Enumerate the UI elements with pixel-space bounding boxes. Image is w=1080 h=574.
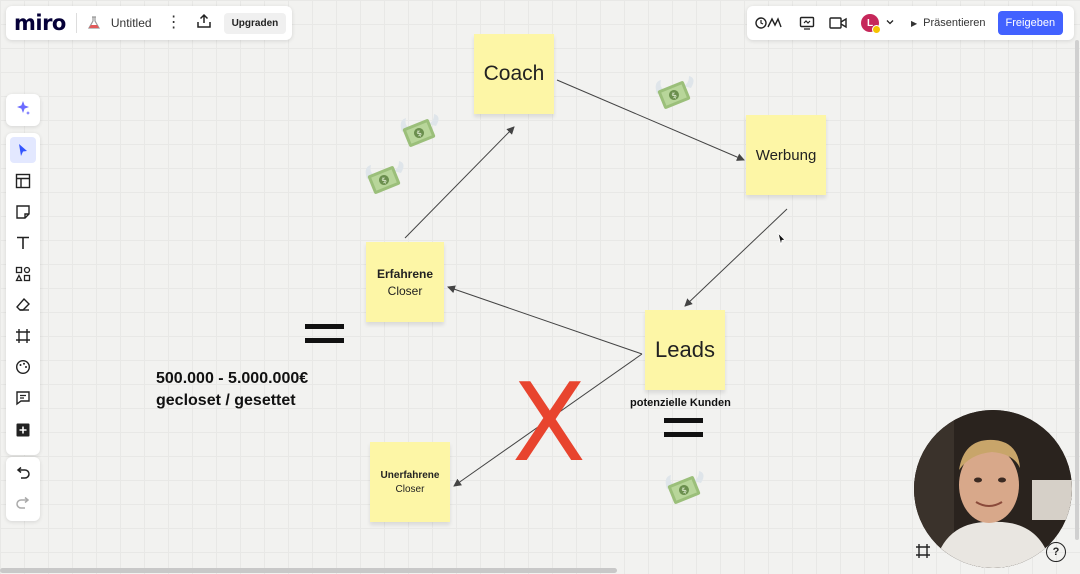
eraser-icon [16, 297, 30, 311]
screen-share-icon[interactable] [799, 15, 815, 31]
sticky-note-icon [16, 205, 30, 219]
sticky-leads[interactable]: Leads [645, 310, 725, 390]
status-dot [872, 25, 881, 34]
upgrade-button[interactable]: Upgraden [223, 12, 287, 34]
sticky-erfahrene-line2: Closer [387, 283, 423, 298]
amount-line1: 500.000 - 5.000.000€ [156, 370, 309, 387]
frame-icon [16, 329, 30, 343]
sticky-werbung-text: Werbung [755, 146, 817, 164]
arrow-werbung-to-leads [684, 208, 788, 307]
undo-button[interactable] [10, 461, 36, 487]
shapes-tool[interactable] [10, 261, 36, 287]
redo-button[interactable] [10, 491, 36, 517]
board-header: miro Untitled ⋮ Upgraden [6, 6, 292, 40]
history-toolbar [6, 457, 40, 521]
sparkle-icon[interactable] [14, 99, 32, 122]
layout-icon [15, 173, 31, 189]
money-with-wings-icon[interactable]: $ [661, 467, 707, 513]
ai-assist-panel [6, 94, 40, 126]
emoji-tool[interactable] [10, 354, 36, 380]
board-title[interactable]: Untitled [110, 16, 152, 30]
miro-logo[interactable]: miro [14, 11, 66, 35]
presenter-video [914, 410, 1072, 568]
equals-sign-right[interactable] [664, 418, 703, 446]
money-with-wings-icon[interactable]: $ [651, 72, 697, 118]
comment-tool[interactable] [10, 385, 36, 411]
sticky-unerfahrene-closer[interactable]: Unerfahrene Closer [370, 442, 450, 522]
share-button[interactable]: Freigeben [997, 11, 1064, 35]
sticky-note-tool[interactable] [10, 199, 36, 225]
reactions-icon[interactable] [755, 15, 787, 31]
frame-tool[interactable] [10, 323, 36, 349]
video-camera-icon[interactable] [829, 16, 847, 30]
divider [75, 13, 77, 33]
sticky-unerfahrene-line2: Closer [395, 483, 425, 495]
potential-customers-label[interactable]: potenzielle Kunden [630, 397, 731, 409]
svg-text:$: $ [415, 128, 423, 138]
money-with-wings-icon[interactable]: $ [361, 157, 407, 203]
frames-panel-button[interactable] [912, 541, 934, 561]
chevron-down-icon[interactable] [885, 14, 895, 32]
more-tools[interactable] [10, 417, 36, 443]
text-icon [17, 236, 29, 249]
svg-text:$: $ [680, 485, 688, 495]
board-flask-icon [87, 16, 101, 30]
more-options-icon[interactable]: ⋮ [165, 14, 182, 31]
horizontal-scrollbar[interactable] [0, 568, 617, 573]
sticky-unerfahrene-line1: Unerfahrene [380, 469, 440, 481]
present-label: Präsentieren [923, 17, 986, 29]
user-avatar[interactable]: L [861, 14, 881, 34]
templates-tool[interactable] [10, 168, 36, 194]
undo-icon [16, 466, 30, 479]
plus-square-icon [16, 423, 30, 437]
vertical-scrollbar[interactable] [1075, 40, 1079, 540]
equals-sign-left[interactable] [305, 324, 344, 352]
export-icon[interactable] [196, 13, 212, 34]
cursor-icon [19, 144, 27, 156]
avatar-initial: L [866, 17, 874, 29]
eraser-tool[interactable] [10, 292, 36, 318]
sticky-erfahrene-closer[interactable]: Erfahrene Closer [366, 242, 444, 322]
text-tool[interactable] [10, 230, 36, 256]
mouse-pointer-icon [777, 232, 786, 246]
sticky-werbung[interactable]: Werbung [746, 115, 826, 195]
red-cross-mark[interactable]: X [512, 361, 586, 486]
palette-icon [15, 359, 31, 375]
svg-text:$: $ [380, 175, 388, 185]
comment-icon [16, 391, 30, 406]
creation-toolbar [6, 133, 40, 455]
webcam-overlay [914, 410, 1072, 568]
closed-amount-text[interactable]: 500.000 - 5.000.000€ gecloset / gesettet [156, 368, 308, 412]
sticky-leads-text: Leads [655, 337, 715, 362]
select-tool[interactable] [10, 137, 36, 163]
svg-text:$: $ [670, 90, 678, 100]
money-with-wings-icon[interactable]: $ [396, 110, 442, 156]
amount-line2: gecloset / gesettet [156, 392, 296, 409]
present-button[interactable]: ▶ Präsentieren [911, 17, 986, 29]
question-mark-icon: ? [1052, 546, 1060, 558]
arrow-leads-to-erfahrene [447, 285, 643, 355]
help-button[interactable]: ? [1046, 542, 1066, 562]
sticky-coach[interactable]: Coach [474, 34, 554, 114]
sticky-coach-text: Coach [483, 62, 545, 85]
frame-icon [916, 544, 930, 558]
sticky-erfahrene-line1: Erfahrene [376, 266, 434, 281]
play-icon: ▶ [911, 18, 918, 28]
collaboration-toolbar: L ▶ Präsentieren Freigeben [747, 6, 1074, 40]
shapes-icon [15, 266, 31, 282]
redo-icon [16, 496, 30, 509]
